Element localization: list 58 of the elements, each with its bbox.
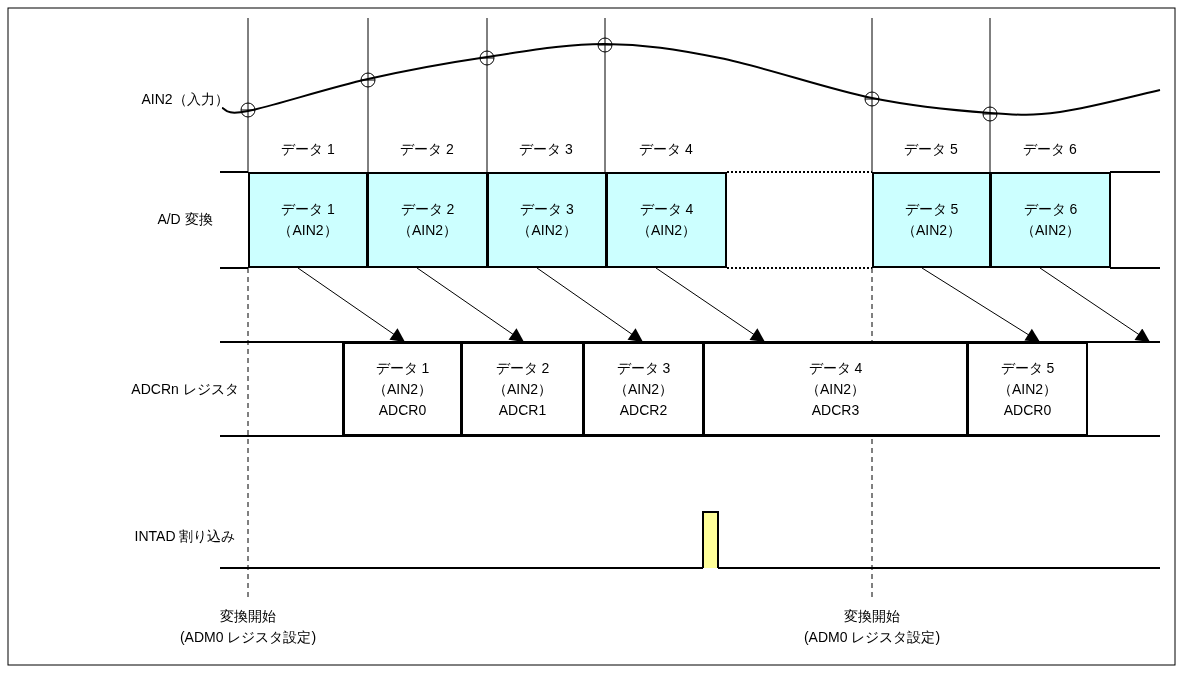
cell-text: データ 2 bbox=[495, 358, 550, 378]
cell-text: データ 1 bbox=[375, 358, 430, 378]
arrow bbox=[297, 267, 406, 343]
arrow bbox=[416, 267, 525, 343]
conversion-cell bbox=[606, 172, 727, 268]
cell-text: （AIN2） bbox=[901, 221, 962, 240]
arrow bbox=[536, 267, 644, 343]
cell-text: データ 1 bbox=[281, 200, 335, 219]
cell-text: （AIN2） bbox=[517, 221, 577, 240]
cell-text: （AIN2） bbox=[372, 379, 433, 399]
signal-name: ADCRn レジスタ bbox=[131, 381, 239, 399]
data-label: データ 1 bbox=[281, 141, 335, 159]
cell-text: データ 4 bbox=[639, 200, 694, 219]
signal-name: A/D 変換 bbox=[157, 211, 213, 229]
data-label: データ 6 bbox=[1023, 141, 1077, 159]
conversion-cell bbox=[248, 172, 368, 268]
data-label: データ 5 bbox=[904, 141, 958, 159]
event-label: 変換開始 bbox=[844, 608, 900, 626]
cell-text: データ 5 bbox=[1000, 358, 1055, 378]
conversion-cell bbox=[487, 172, 607, 268]
cell-text: データ 6 bbox=[1023, 200, 1078, 219]
arrow bbox=[655, 267, 766, 343]
cell-text: （AIN2） bbox=[278, 221, 338, 240]
cell-text: データ 4 bbox=[808, 358, 863, 378]
data-label: データ 3 bbox=[519, 141, 573, 159]
conversion-cell bbox=[990, 172, 1111, 268]
cell-text: データ 3 bbox=[520, 200, 574, 219]
signal-name: INTAD 割り込み bbox=[134, 528, 236, 546]
cell-text: （AIN2） bbox=[397, 221, 458, 240]
data-label: データ 4 bbox=[639, 141, 693, 159]
cell-text: （AIN2） bbox=[997, 379, 1058, 399]
conversion-cell bbox=[872, 172, 991, 268]
cell-text: （AIN2） bbox=[613, 379, 674, 399]
register-cell bbox=[461, 342, 584, 436]
register-cell bbox=[583, 342, 704, 436]
event-label: (ADM0 レジスタ設定) bbox=[803, 629, 941, 647]
signal-name: AIN2（入力） bbox=[141, 91, 229, 109]
cell-text: （AIN2） bbox=[492, 379, 553, 399]
cell-text: データ 2 bbox=[400, 200, 455, 219]
event-label: 変換開始 bbox=[220, 608, 276, 626]
arrow bbox=[921, 267, 1041, 343]
cell-text: （AIN2） bbox=[1020, 221, 1081, 240]
data-label: データ 2 bbox=[400, 141, 454, 159]
register-cell bbox=[343, 342, 462, 436]
cell-text: データ 5 bbox=[904, 200, 959, 219]
register-cell bbox=[703, 342, 968, 436]
cell-text: ADCR2 bbox=[619, 400, 668, 420]
register-cell bbox=[967, 342, 1088, 436]
cell-text: ADCR1 bbox=[498, 400, 547, 420]
arrow bbox=[1039, 267, 1151, 343]
cell-text: ADCR0 bbox=[378, 400, 427, 420]
cell-text: ADCR0 bbox=[1003, 400, 1052, 420]
event-label: (ADM0 レジスタ設定) bbox=[179, 629, 317, 647]
cell-text: ADCR3 bbox=[811, 400, 860, 420]
cell-text: （AIN2） bbox=[805, 379, 866, 399]
cell-text: データ 3 bbox=[616, 358, 671, 378]
conversion-cell bbox=[367, 172, 488, 268]
cell-text: （AIN2） bbox=[636, 221, 697, 240]
